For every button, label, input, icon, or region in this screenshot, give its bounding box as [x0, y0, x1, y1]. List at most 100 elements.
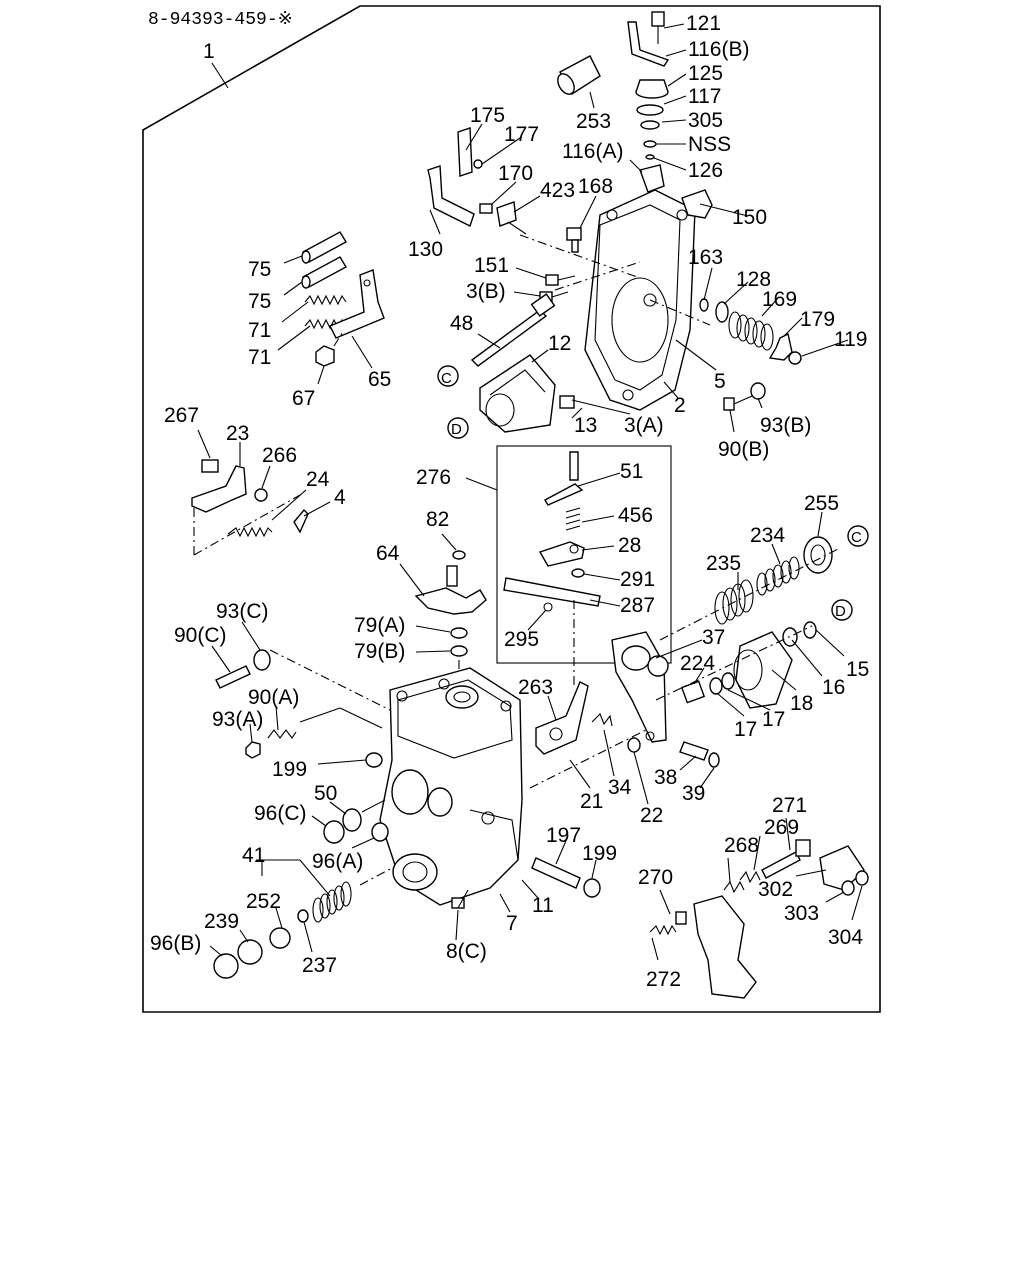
callout-126: 126 — [688, 159, 723, 182]
callout-64: 64 — [376, 542, 400, 565]
callout-8c: 8(C) — [446, 940, 487, 963]
callout-5: 5 — [714, 370, 726, 393]
callout-3b: 3(B) — [466, 280, 506, 303]
callout-28: 28 — [618, 534, 641, 557]
connector-d-upper: D — [447, 417, 469, 439]
callout-11: 11 — [532, 894, 554, 917]
callout-21: 21 — [580, 790, 603, 813]
callout-48: 48 — [450, 312, 473, 335]
callout-234: 234 — [750, 524, 785, 547]
callout-96b: 96(B) — [150, 932, 201, 955]
callout-197: 197 — [546, 824, 581, 847]
callout-295: 295 — [504, 628, 539, 651]
callout-272: 272 — [646, 968, 681, 991]
callout-177: 177 — [504, 123, 539, 146]
callout-3a: 3(A) — [624, 414, 664, 437]
callout-199-upper: 199 — [272, 758, 307, 781]
kit-276-parts — [503, 451, 601, 685]
callout-117: 117 — [688, 85, 721, 108]
spring-235 — [714, 579, 754, 625]
callout-22: 22 — [640, 804, 663, 827]
callout-23: 23 — [226, 422, 249, 445]
callout-287: 287 — [620, 594, 655, 617]
callout-163: 163 — [688, 246, 723, 269]
callout-nss: NSS — [688, 133, 731, 156]
spring-234 — [756, 556, 800, 596]
callout-271: 271 — [772, 794, 807, 817]
callout-93a: 93(A) — [212, 708, 263, 731]
callout-151: 151 — [474, 254, 509, 277]
callout-266: 266 — [262, 444, 297, 467]
callout-128: 128 — [736, 268, 771, 291]
governor-cover-group — [427, 11, 802, 433]
callout-18: 18 — [790, 692, 813, 715]
callout-7: 7 — [506, 912, 518, 935]
callout-51: 51 — [620, 460, 643, 483]
callout-150: 150 — [732, 206, 767, 229]
callout-labels: 121 116(B) 125 117 305 NSS 116(A) 126 25… — [150, 12, 869, 991]
callout-305: 305 — [688, 109, 723, 132]
callout-75-upper: 75 — [248, 258, 271, 281]
callout-168: 168 — [578, 175, 613, 198]
leader-lines — [197, 23, 863, 961]
callout-17-right: 17 — [762, 708, 785, 731]
assembly-label: 1 — [203, 40, 215, 63]
svg-text:D: D — [451, 421, 462, 438]
callout-90b: 90(B) — [718, 438, 769, 461]
svg-text:C: C — [441, 370, 452, 387]
callout-237: 237 — [302, 954, 337, 977]
spring-169 — [728, 311, 774, 351]
callout-17-left: 17 — [734, 718, 757, 741]
callout-179: 179 — [800, 308, 835, 331]
callout-4: 4 — [334, 486, 346, 509]
callout-255: 255 — [804, 492, 839, 515]
callout-2: 2 — [674, 394, 686, 417]
callout-169: 169 — [762, 288, 797, 311]
callout-93c: 93(C) — [216, 600, 269, 623]
callout-37: 37 — [702, 626, 725, 649]
callout-270: 270 — [638, 866, 673, 889]
callout-121: 121 — [686, 12, 721, 35]
callout-90c: 90(C) — [174, 624, 227, 647]
callout-71-upper: 71 — [248, 319, 271, 342]
callout-79b: 79(B) — [354, 640, 405, 663]
callout-16: 16 — [822, 676, 845, 699]
callout-125: 125 — [688, 62, 723, 85]
callout-269: 269 — [764, 816, 799, 839]
spring-41 — [312, 881, 352, 923]
callout-90a: 90(A) — [248, 686, 299, 709]
callout-39: 39 — [682, 782, 705, 805]
callout-116b: 116(B) — [688, 38, 749, 61]
callout-24: 24 — [306, 468, 330, 491]
callout-291: 291 — [620, 568, 655, 591]
callout-41: 41 — [242, 844, 265, 867]
callout-15: 15 — [846, 658, 869, 681]
callout-38: 38 — [654, 766, 677, 789]
callout-423: 423 — [540, 179, 575, 202]
callout-65: 65 — [368, 368, 391, 391]
middle-left-parts — [215, 550, 487, 759]
callout-302: 302 — [758, 878, 793, 901]
callout-34: 34 — [608, 776, 632, 799]
callout-67: 67 — [292, 387, 315, 410]
callout-303: 303 — [784, 902, 819, 925]
callout-253: 253 — [576, 110, 611, 133]
callout-239: 239 — [204, 910, 239, 933]
svg-text:C: C — [851, 529, 862, 546]
connector-c-lower: C — [847, 525, 869, 547]
callout-224: 224 — [680, 652, 715, 675]
right-lever-group — [535, 536, 869, 999]
connector-c-upper: C — [437, 365, 459, 387]
callout-267: 267 — [164, 404, 199, 427]
callout-75-lower: 75 — [248, 290, 271, 313]
callout-263: 263 — [518, 676, 553, 699]
callout-82: 82 — [426, 508, 449, 531]
connector-d-lower: D — [831, 599, 853, 621]
kit-276-box — [496, 445, 672, 664]
callout-12: 12 — [548, 332, 571, 355]
callout-252: 252 — [246, 890, 281, 913]
callout-71-lower: 71 — [248, 346, 271, 369]
callout-119: 119 — [834, 328, 867, 351]
drawing-number: 8-94393-459-※ — [148, 10, 293, 30]
